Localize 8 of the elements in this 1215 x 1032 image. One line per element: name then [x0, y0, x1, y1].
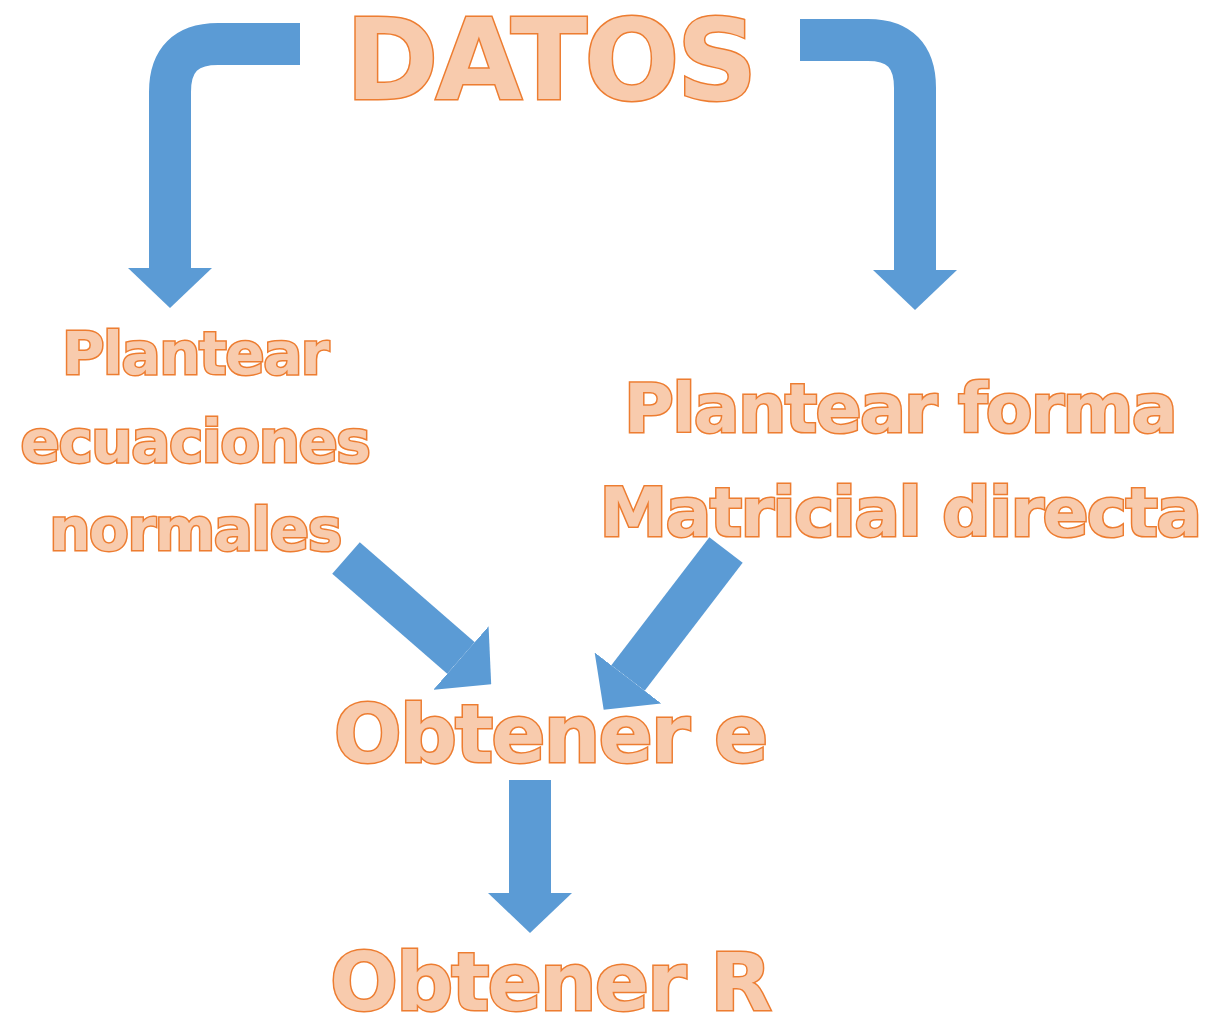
node-label: DATOS	[345, 0, 755, 120]
node-label: Plantear ecuaciones normales	[19, 319, 371, 566]
block-arrow	[332, 542, 492, 690]
node-label: Plantear forma Matricial directa	[598, 368, 1202, 554]
node-label: Obtener R	[330, 935, 770, 1030]
block-arrow	[594, 537, 743, 710]
node-label: Obtener e	[333, 690, 767, 780]
block-arrow	[488, 780, 572, 933]
